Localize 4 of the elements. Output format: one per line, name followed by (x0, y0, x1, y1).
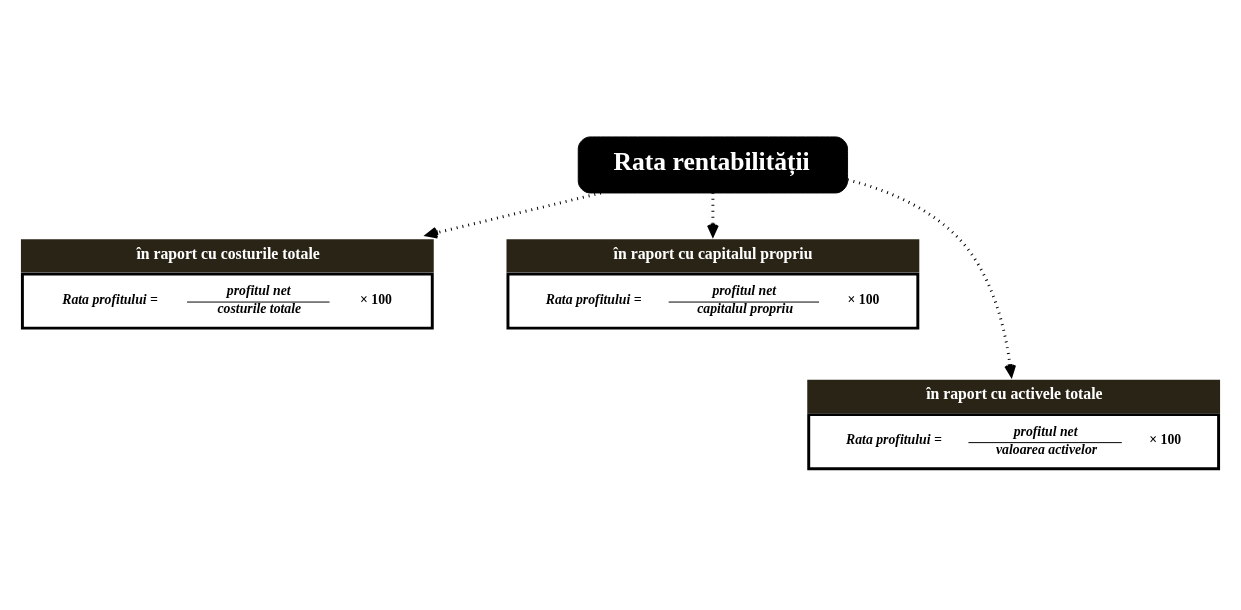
arrow (425, 191, 602, 239)
arrow (707, 192, 719, 237)
node-box: Rata rentabilității (577, 135, 849, 193)
arrow (847, 177, 1017, 377)
